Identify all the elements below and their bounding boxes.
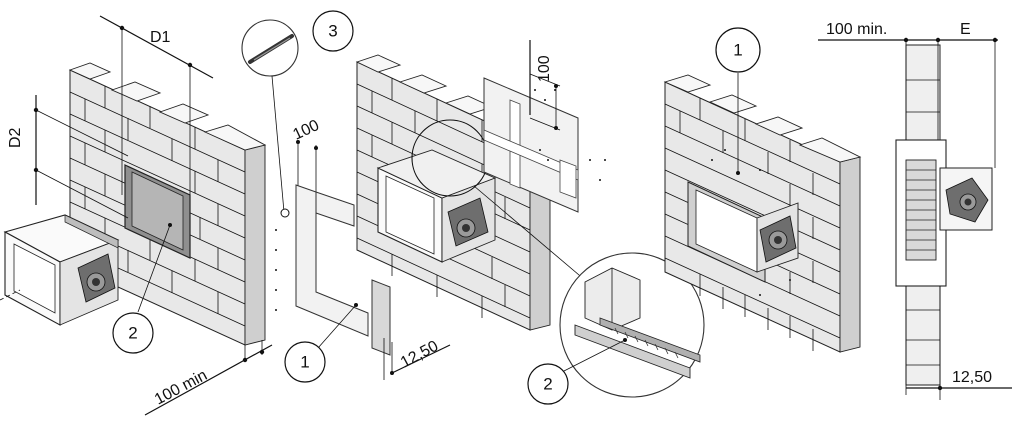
- dim-100min-left: 100 min: [144, 340, 273, 416]
- callout-3-group: 3: [241, 10, 354, 218]
- dim-d2: D2: [7, 95, 129, 219]
- label-100min-right: 100 min.: [826, 21, 887, 38]
- callout-1-right-number: 1: [733, 41, 742, 60]
- magnified-detail: [559, 252, 705, 398]
- callout-1-mid: 1: [284, 303, 358, 383]
- callout-2-right: 2: [527, 338, 627, 405]
- left-damper: [0, 214, 120, 326]
- callout-2-right-number: 2: [543, 375, 552, 394]
- label-1250-right: 12,50: [952, 369, 992, 386]
- dim-d1: D1: [99, 15, 214, 195]
- label-d1: D1: [150, 29, 171, 46]
- label-100-top: 100: [536, 55, 553, 82]
- cross-panel: 100: [483, 40, 606, 213]
- label-d2: D2: [7, 127, 24, 148]
- label-100min-left: 100 min: [152, 367, 210, 409]
- label-e: E: [960, 21, 971, 38]
- right-wall: [663, 74, 862, 353]
- callout-3-number: 3: [328, 22, 337, 41]
- callout-1-right: 1: [715, 27, 761, 175]
- callout-2-left: 2: [112, 223, 172, 354]
- callout-1-mid-number: 1: [300, 353, 309, 372]
- callout-2-left-number: 2: [128, 324, 137, 343]
- label-100-mid: 100: [291, 117, 322, 144]
- section-view: 100 min. E 12,50: [818, 21, 1012, 400]
- label-1250-mid: 12,50: [398, 338, 441, 372]
- left-damper-actuator: [77, 253, 116, 303]
